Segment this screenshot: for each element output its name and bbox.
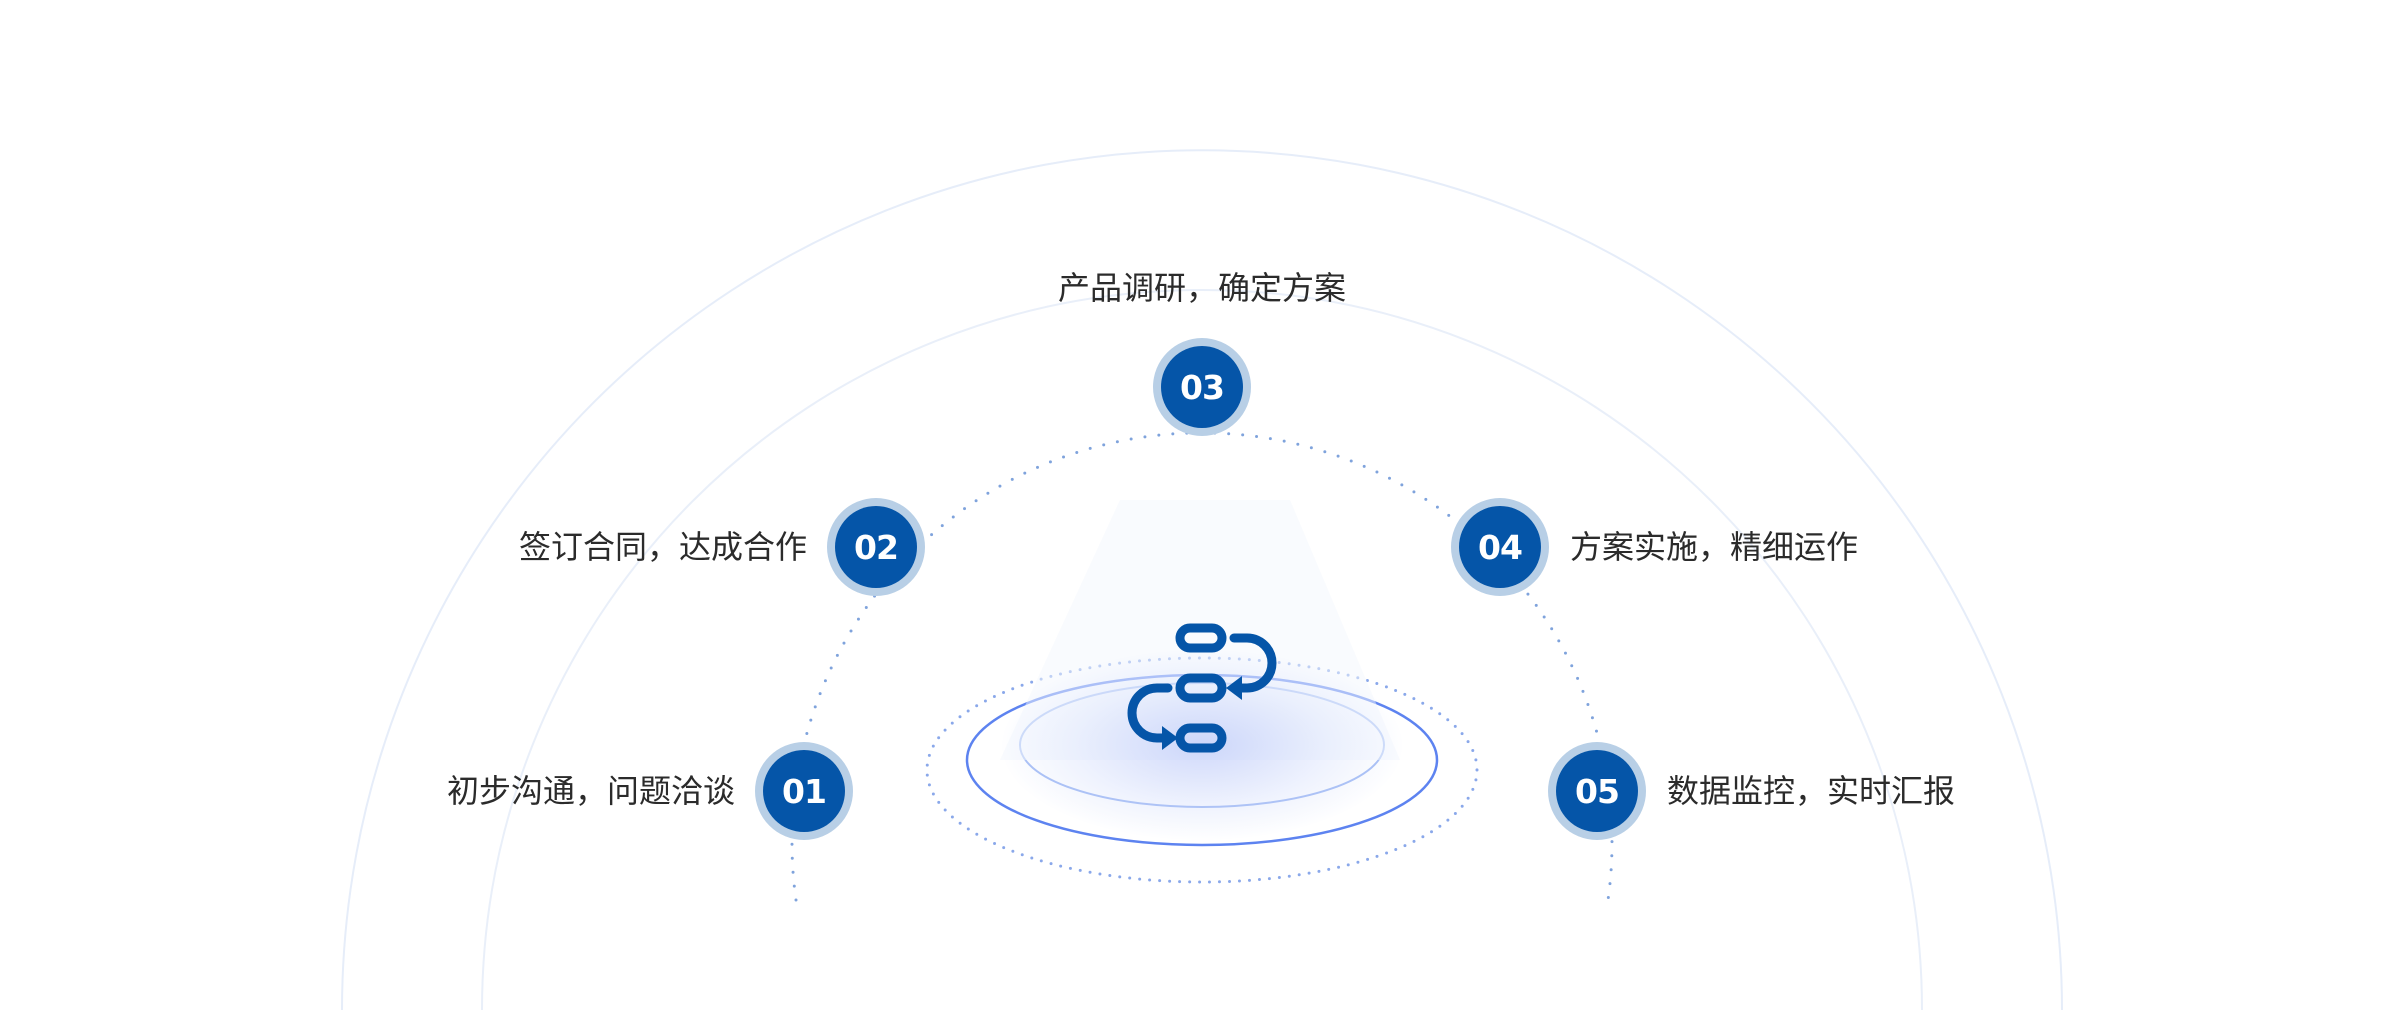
middle-arc [481,289,1923,1011]
step-03-badge: 03 [1153,338,1251,436]
workflow-process-icon [1127,623,1277,753]
step-04-label: 方案实施，精细运作 [1570,528,1859,566]
step-number: 05 [1556,750,1638,832]
step-05-label: 数据监控，实时汇报 [1667,772,1956,810]
step-05-badge: 05 [1548,742,1646,840]
step-number: 02 [835,506,917,588]
outer-arc [341,149,2063,1011]
step-number: 03 [1161,346,1243,428]
step-04-badge: 04 [1451,498,1549,596]
step-03-label: 产品调研，确定方案 [1057,269,1347,307]
step-02-badge: 02 [827,498,925,596]
dotted-ellipse [925,656,1479,884]
step-01-badge: 01 [755,742,853,840]
step-02-label: 签订合同，达成合作 [518,528,807,566]
step-number: 01 [763,750,845,832]
step-01-label: 初步沟通，问题洽谈 [446,772,735,810]
step-number: 04 [1459,506,1541,588]
